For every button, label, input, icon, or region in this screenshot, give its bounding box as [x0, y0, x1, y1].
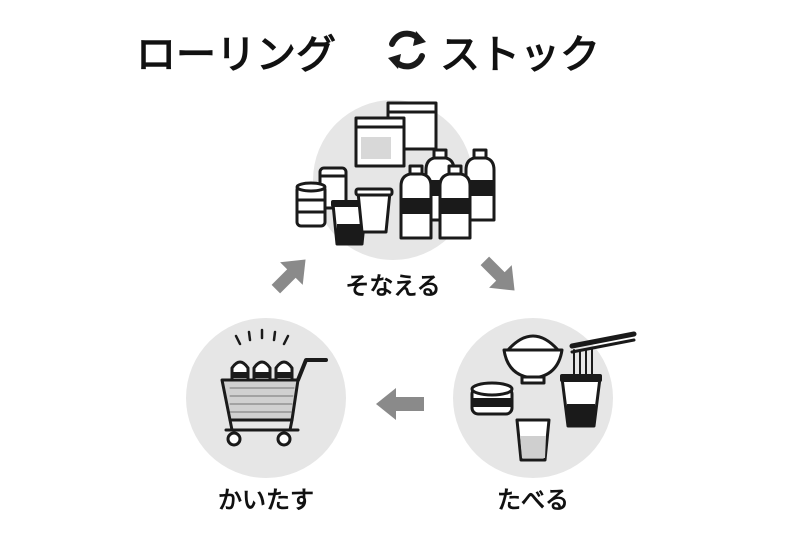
bottles-in-cart-icon [230, 360, 294, 382]
title: ローリング ストック [136, 30, 600, 78]
canned-food-icon [295, 166, 348, 228]
arrow-eat-to-buy [376, 388, 424, 420]
water-bottle-icon [399, 148, 496, 240]
stock-items-icon [295, 101, 496, 246]
cup-noodle-icon [331, 187, 394, 246]
canned-food-icon [470, 381, 514, 416]
sparkle-icon [234, 328, 290, 346]
zip-bag-icon [354, 101, 438, 168]
arrow-buy-to-stock [271, 259, 306, 294]
stage-label-eat: たべる [497, 486, 569, 514]
rice-bowl-icon [502, 334, 564, 385]
shopping-cart-icon [220, 328, 328, 447]
title-before: ローリング [136, 32, 336, 78]
meal-icon [470, 331, 637, 462]
chopsticks-noodle-icon [560, 331, 637, 428]
water-glass-icon [515, 418, 551, 462]
title-after: ストック [440, 32, 600, 78]
arrow-stock-to-eat [480, 256, 515, 291]
rolling-cycle-icon [388, 30, 426, 70]
stage-label-stock: そなえる [345, 272, 440, 300]
stage-label-buy: かいたす [218, 486, 314, 514]
